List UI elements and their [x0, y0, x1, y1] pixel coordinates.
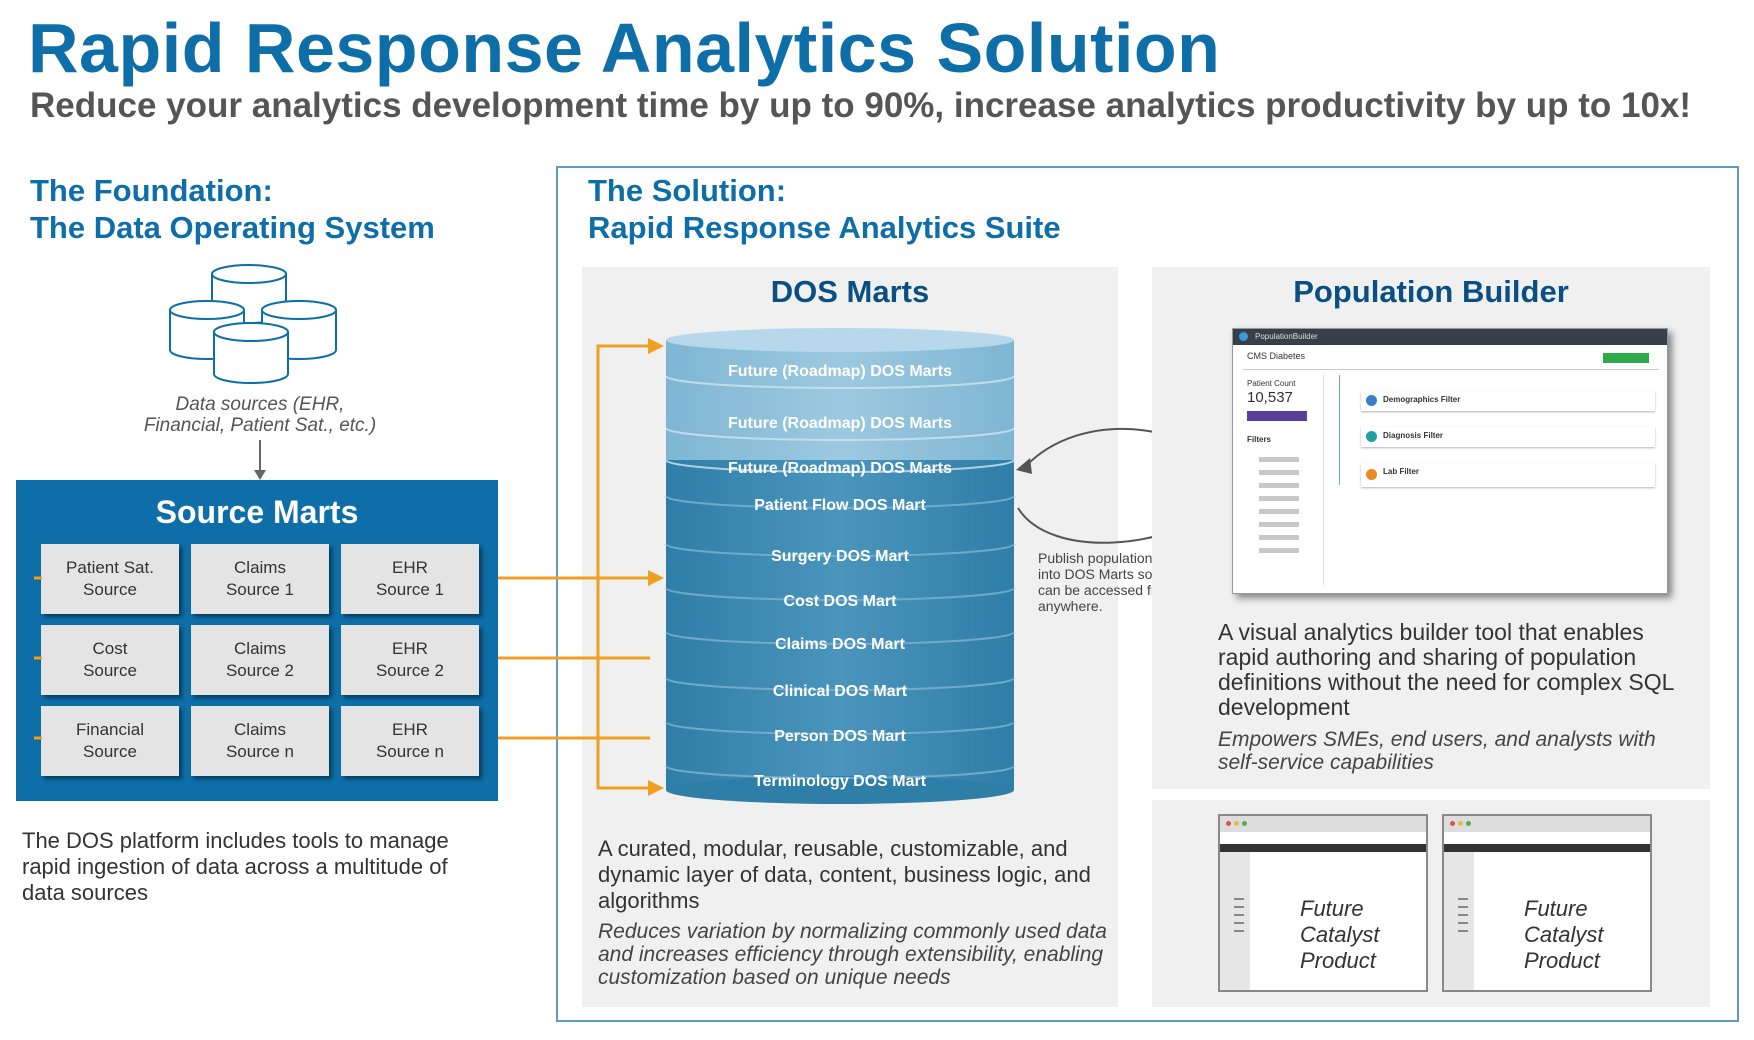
- filter-card[interactable]: Demographics Filter: [1361, 391, 1655, 411]
- save-button[interactable]: [1603, 353, 1649, 363]
- dos-mart-layer: Person DOS Mart: [774, 728, 906, 745]
- arrow-head-icon: [648, 780, 664, 796]
- data-sources-caption: Data sources (EHR, Financial, Patient Sa…: [110, 394, 410, 436]
- population-name: CMS Diabetes: [1247, 351, 1306, 361]
- timeline-line: [1339, 375, 1340, 485]
- foundation-heading-line1: The Foundation:: [30, 173, 273, 208]
- filter-card[interactable]: Diagnosis Filter: [1361, 427, 1655, 447]
- source-mart-cell: Cost Source: [41, 625, 179, 695]
- population-builder-screenshot: PopulationBuilder CMS Diabetes Patient C…: [1232, 328, 1668, 594]
- arrow-head-icon: [1016, 458, 1032, 474]
- future-product-label: Future Catalyst Product: [1300, 896, 1380, 973]
- foundation-heading-line2: The Data Operating System: [30, 210, 435, 245]
- divider: [1243, 369, 1659, 370]
- future-product-card: Future Catalyst Product: [1442, 814, 1652, 992]
- filter-card-title: Diagnosis Filter: [1383, 431, 1444, 440]
- solution-heading-line1: The Solution:: [588, 173, 787, 208]
- solution-heading: The Solution: Rapid Response Analytics S…: [588, 172, 1061, 246]
- menu-icon: [1220, 852, 1250, 990]
- source-marts-panel: Source Marts Patient Sat. Source Claims …: [16, 480, 498, 801]
- filter-list: [1247, 451, 1317, 583]
- source-mart-cell: EHR Source n: [341, 706, 479, 776]
- filters-label: Filters: [1247, 435, 1272, 444]
- dos-mart-layer: Terminology DOS Mart: [753, 773, 927, 790]
- dos-marts-italic: Reduces variation by normalizing commonl…: [598, 920, 1107, 989]
- solution-frame: [556, 166, 1739, 1022]
- filter-card-title: Demographics Filter: [1383, 395, 1461, 404]
- dos-mart-layer: Cost DOS Mart: [783, 593, 897, 610]
- population-builder-description: A visual analytics builder tool that ena…: [1218, 619, 1674, 720]
- source-marts-title: Source Marts: [155, 494, 359, 530]
- source-mart-cell: Patient Sat. Source: [41, 544, 179, 614]
- data-sources-caption-line2: Financial, Patient Sat., etc.): [143, 415, 377, 436]
- down-arrow-icon: [254, 440, 266, 480]
- lab-icon: [1366, 469, 1377, 480]
- divider: [1323, 375, 1324, 585]
- arrow-head-icon: [648, 338, 664, 354]
- page-subtitle: Reduce your analytics development time b…: [30, 86, 1692, 125]
- dos-marts-cylinder: [665, 328, 1015, 804]
- data-sources-caption-line1: Data sources (EHR,: [175, 394, 345, 415]
- dos-mart-layer: Future (Roadmap) DOS Marts: [727, 363, 952, 380]
- dos-mart-layer: Claims DOS Mart: [775, 636, 905, 653]
- patient-count: 10,537: [1247, 389, 1293, 406]
- database-cluster-icon: [169, 264, 337, 384]
- source-mart-cell: EHR Source 2: [341, 625, 479, 695]
- app-logo-icon: [1239, 332, 1248, 341]
- dos-marts-description: A curated, modular, reusable, customizab…: [598, 836, 1091, 913]
- population-builder-title: Population Builder: [1293, 274, 1569, 309]
- demographics-icon: [1366, 395, 1377, 406]
- dos-mart-layer: Clinical DOS Mart: [772, 683, 908, 700]
- foundation-description: The DOS platform includes tools to manag…: [22, 828, 449, 905]
- dos-mart-layer: Future (Roadmap) DOS Marts: [727, 460, 952, 477]
- future-product-label: Future Catalyst Product: [1524, 896, 1604, 973]
- arrow-head-icon: [648, 570, 664, 586]
- filter-card[interactable]: Lab Filter: [1361, 463, 1655, 487]
- dos-mart-layer: Surgery DOS Mart: [771, 548, 909, 565]
- future-product-card: Future Catalyst Product: [1218, 814, 1428, 992]
- solution-heading-line2: Rapid Response Analytics Suite: [588, 210, 1061, 245]
- execute-button[interactable]: [1247, 411, 1307, 421]
- patient-count-label: Patient Count: [1247, 379, 1296, 388]
- source-mart-cell: Claims Source n: [191, 706, 329, 776]
- app-header: PopulationBuilder: [1233, 329, 1667, 345]
- source-mart-cell: Claims Source 2: [191, 625, 329, 695]
- menu-icon: [1444, 852, 1474, 990]
- app-name: PopulationBuilder: [1255, 332, 1318, 341]
- source-mart-cell: Financial Source: [41, 706, 179, 776]
- page-title: Rapid Response Analytics Solution: [28, 9, 1221, 87]
- foundation-heading: The Foundation: The Data Operating Syste…: [30, 172, 435, 246]
- dos-mart-layer: Future (Roadmap) DOS Marts: [727, 415, 952, 432]
- dos-marts-title: DOS Marts: [770, 274, 930, 309]
- filter-card-title: Lab Filter: [1383, 467, 1420, 476]
- source-mart-cell: EHR Source 1: [341, 544, 479, 614]
- population-builder-italic: Empowers SMEs, end users, and analysts w…: [1218, 728, 1656, 774]
- diagnosis-icon: [1366, 431, 1377, 442]
- database-icon: [213, 322, 289, 384]
- source-mart-cell: Claims Source 1: [191, 544, 329, 614]
- dos-mart-layer: Patient Flow DOS Mart: [754, 497, 926, 514]
